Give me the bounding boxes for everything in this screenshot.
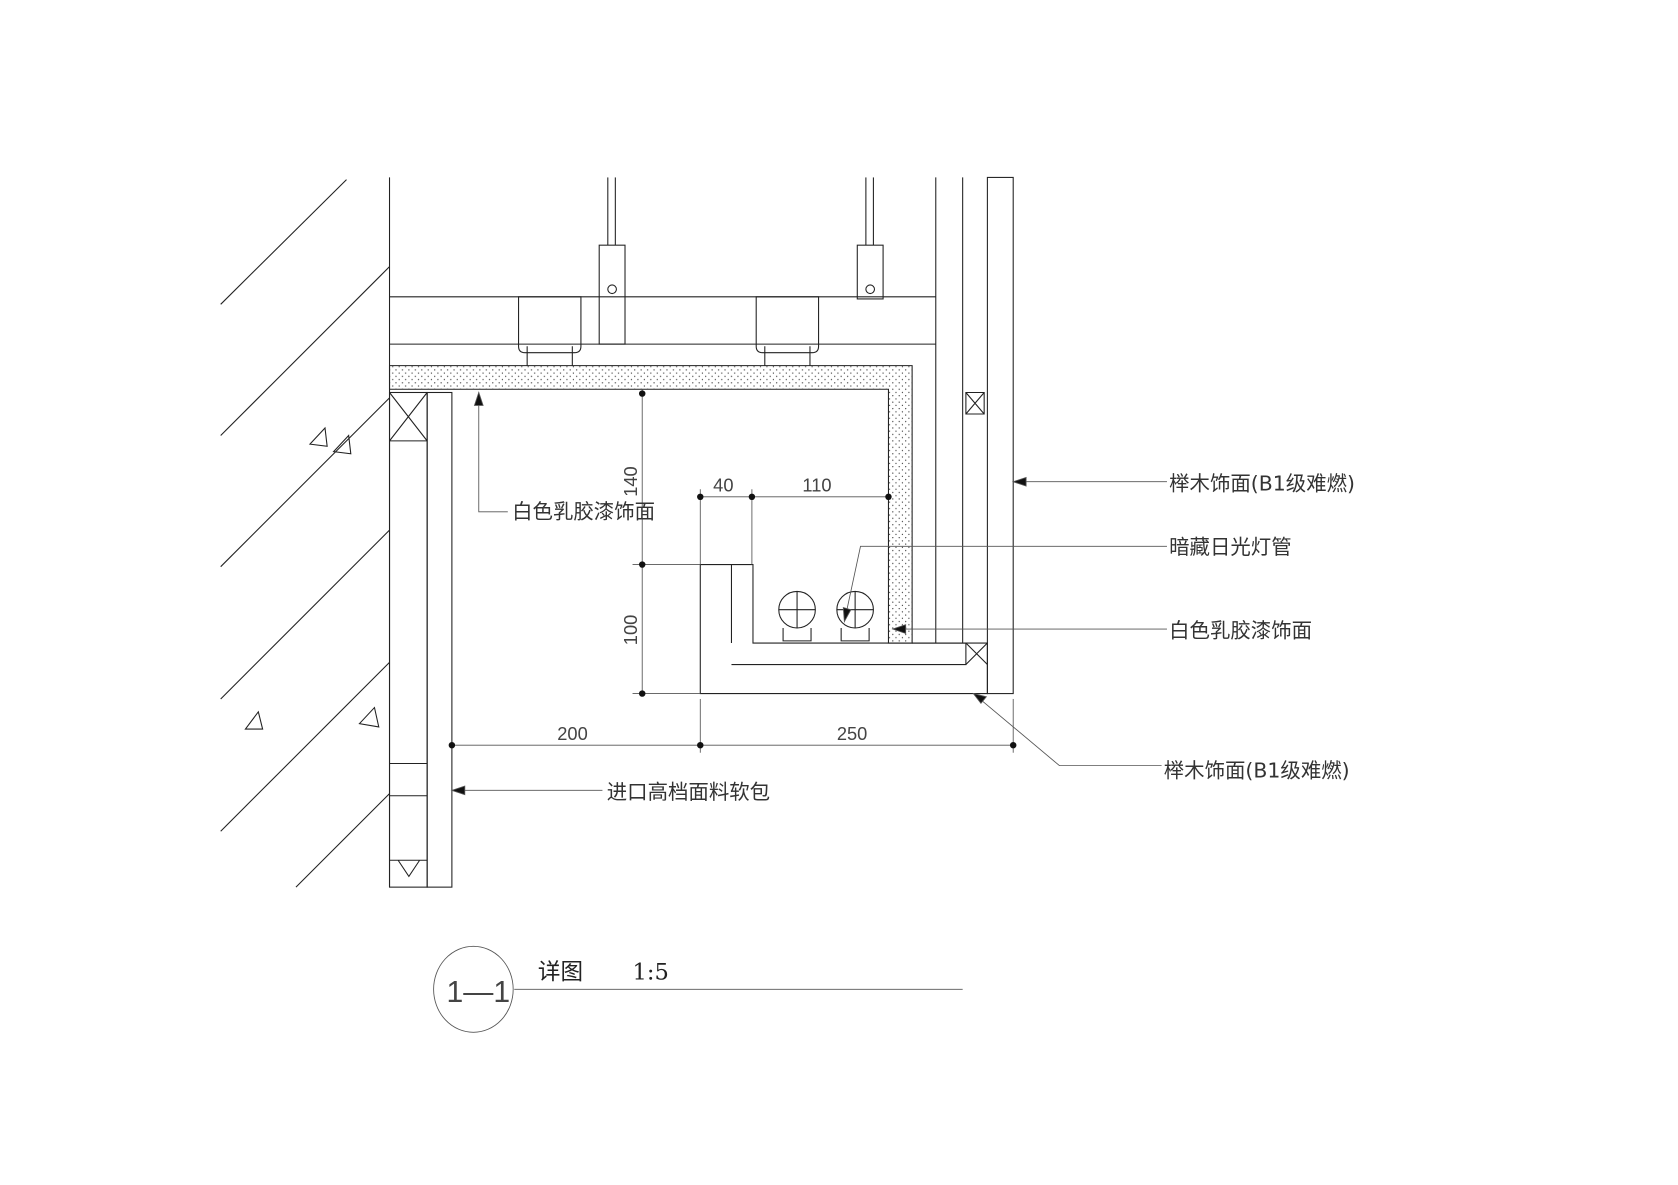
label-white-latex-right: 白色乳胶漆饰面 <box>1169 619 1312 643</box>
label-beech-bottom: 榉木饰面(B1级难燃) <box>1164 758 1350 782</box>
concrete-wall <box>220 177 391 888</box>
dim-110: 110 <box>802 474 831 495</box>
dim-140: 140 <box>620 466 641 496</box>
leader-lines <box>450 391 1167 796</box>
detail-title: 1—1 详图 1:5 <box>433 945 963 1033</box>
ceiling-structure <box>388 177 936 644</box>
label-soft-pack: 进口高档面料软包 <box>607 780 770 804</box>
section-id: 1—1 <box>447 976 511 1009</box>
dim-200: 200 <box>557 723 587 744</box>
title-name: 详图 <box>538 960 583 986</box>
label-hidden-tube: 暗藏日光灯管 <box>1169 535 1292 559</box>
title-scale: 1:5 <box>633 960 669 986</box>
label-white-latex-left: 白色乳胶漆饰面 <box>512 499 655 523</box>
soft-pack-wall <box>388 391 453 888</box>
label-beech-top: 榉木饰面(B1级难燃) <box>1169 471 1355 495</box>
right-wall <box>935 176 1014 695</box>
dim-100: 100 <box>620 615 641 645</box>
fluorescent-tube-icon <box>778 590 874 642</box>
dimension-lines <box>448 389 1017 753</box>
dim-250: 250 <box>837 723 867 744</box>
dim-40: 40 <box>713 474 733 495</box>
